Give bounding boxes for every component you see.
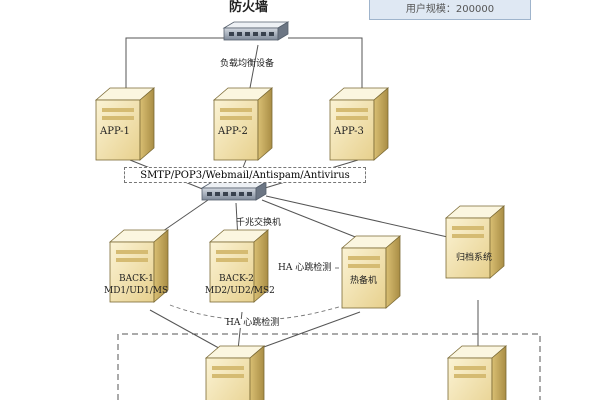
gigabit-switch-label: 千兆交换机	[236, 218, 282, 228]
app-2-server-icon	[213, 87, 273, 161]
back-1-sub: MD1/UD1/MS	[104, 286, 169, 296]
storage-server-right-icon	[447, 345, 507, 400]
storage-zone-boundary	[117, 333, 541, 400]
app-3-server-icon	[329, 87, 389, 161]
archive-label: 归档系统	[456, 253, 493, 263]
standby-label: 热备机	[350, 276, 378, 286]
ha-heartbeat-label-short: HA 心跳检测	[276, 263, 334, 273]
gigabit-switch-icon	[201, 181, 267, 201]
back-2-name: BACK-2	[219, 274, 254, 284]
app-1-label: APP-1	[100, 126, 130, 137]
app-3-label: APP-3	[334, 126, 364, 137]
storage-server-left-icon	[205, 345, 265, 400]
app-2-label: APP-2	[218, 126, 248, 137]
archive-server-icon	[445, 205, 505, 279]
load-balancer-label: 负载均衡设备	[220, 59, 275, 69]
connection-lines	[125, 37, 479, 353]
firewall-switch-icon	[223, 21, 289, 41]
user-scale-box: 用户规模：200000	[369, 0, 531, 20]
firewall-label: 防火墙	[229, 0, 269, 15]
protocol-bar: SMTP/POP3/Webmail/Antispam/Antivirus	[124, 167, 366, 183]
back-1-name: BACK-1	[119, 274, 154, 284]
ha-heartbeat-label-long: HA 心跳检测	[224, 318, 282, 328]
standby-server-icon	[341, 235, 401, 309]
back-2-sub: MD2/UD2/MS2	[205, 286, 275, 296]
app-1-server-icon	[95, 87, 155, 161]
